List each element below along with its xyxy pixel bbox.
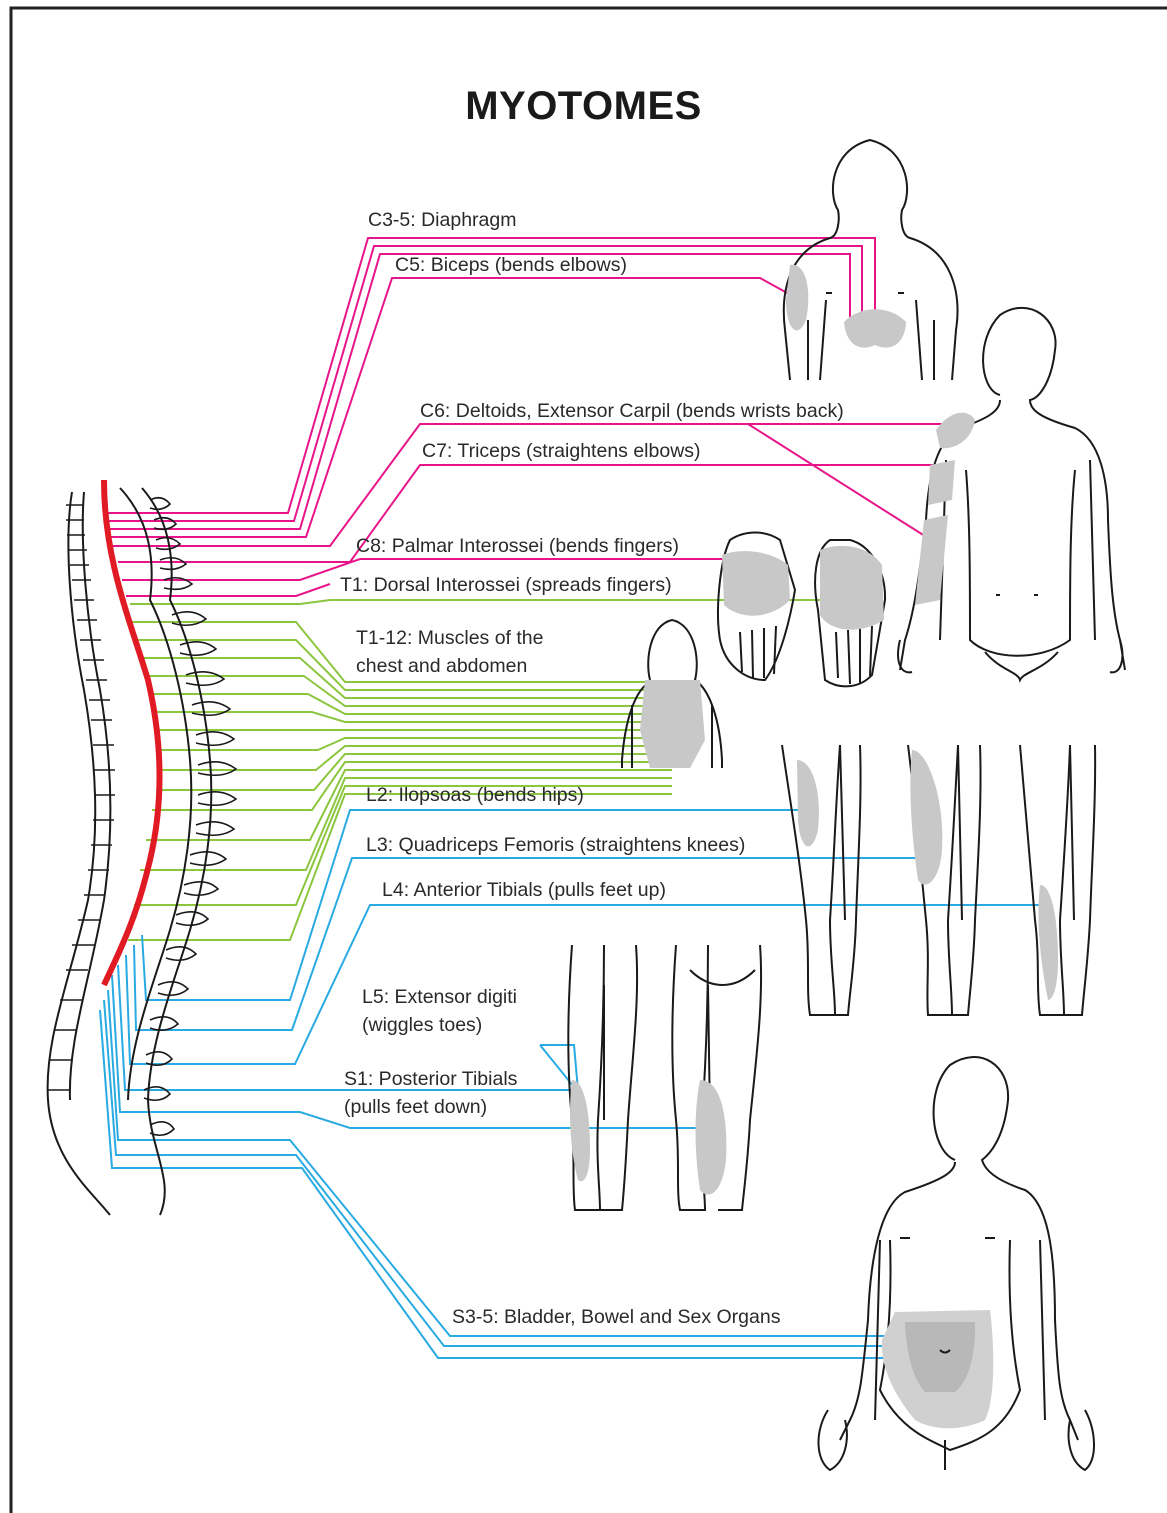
label-s3-5: S3-5: Bladder, Bowel and Sex Organs xyxy=(452,1303,780,1331)
shade-quad xyxy=(910,750,942,885)
label-t1-12-line1: T1-12: Muscles of the xyxy=(356,624,544,652)
page-title: MYOTOMES xyxy=(0,84,1167,129)
shade-chest xyxy=(640,680,705,768)
figure-hands xyxy=(718,533,885,687)
connector-s3-5b xyxy=(104,1000,922,1346)
shade-palm xyxy=(722,551,790,616)
shade-post-tibial xyxy=(696,1080,727,1195)
connector-c6b xyxy=(748,424,928,538)
label-c3-5: C3-5: Diaphragm xyxy=(368,206,516,234)
label-s1-line1: S1: Posterior Tibials xyxy=(344,1065,517,1093)
figure-lower-torso xyxy=(818,1057,1094,1470)
connector-c3-5c xyxy=(108,254,850,529)
connector-l4 xyxy=(126,905,1048,1064)
label-c7: C7: Triceps (straightens elbows) xyxy=(422,437,701,465)
shade-deltoid xyxy=(936,413,975,449)
shade-forearm xyxy=(915,515,948,605)
label-c8: C8: Palmar Interossei (bends fingers) xyxy=(356,532,679,560)
connector-t1-pink xyxy=(126,584,330,596)
shade-hip xyxy=(797,760,819,846)
label-l3: L3: Quadriceps Femoris (straightens knee… xyxy=(366,831,745,859)
label-c5: C5: Biceps (bends elbows) xyxy=(395,251,627,279)
figure-lower-legs xyxy=(568,945,761,1210)
shade-diaphragm xyxy=(844,309,906,347)
shade-dorsal xyxy=(820,546,884,630)
connector-s3-5a xyxy=(108,990,922,1336)
shade-biceps xyxy=(786,265,808,331)
label-s1-line2: (pulls feet down) xyxy=(344,1093,487,1121)
connector-c3-5a xyxy=(108,238,875,513)
label-l5-line2: (wiggles toes) xyxy=(362,1011,482,1039)
figure-legs xyxy=(782,745,1095,1015)
label-l4: L4: Anterior Tibials (pulls feet up) xyxy=(382,876,666,904)
label-c6: C6: Deltoids, Extensor Carpil (bends wri… xyxy=(420,397,844,425)
label-t1-12-line2: chest and abdomen xyxy=(356,652,527,680)
spine-illustration xyxy=(48,480,236,1215)
label-t1: T1: Dorsal Interossei (spreads fingers) xyxy=(340,571,672,599)
label-l2: L2: Ilopsoas (bends hips) xyxy=(366,781,584,809)
body-figures xyxy=(568,140,1125,1470)
connector-c3-5b xyxy=(108,246,862,521)
shade-tibial xyxy=(1038,885,1058,1000)
page-border xyxy=(11,8,1167,1513)
shade-triceps xyxy=(928,460,955,505)
figure-upper-torso xyxy=(784,140,958,380)
figure-standing-torso xyxy=(898,308,1125,680)
label-l5-line1: L5: Extensor digiti xyxy=(362,983,517,1011)
